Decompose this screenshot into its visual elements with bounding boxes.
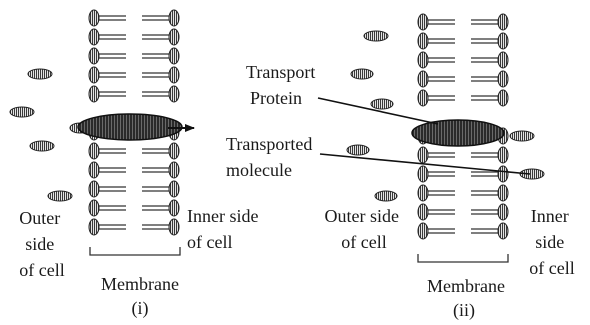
lipid-head <box>169 10 179 26</box>
lipid-head <box>498 185 508 201</box>
lipid-head <box>418 166 428 182</box>
lipid-head <box>498 204 508 220</box>
lipid-head <box>498 33 508 49</box>
lipid-head <box>498 166 508 182</box>
lipid-head <box>169 48 179 64</box>
panel-label-ii: (ii) <box>453 300 475 321</box>
lipid-head <box>89 29 99 45</box>
lipid-head <box>498 14 508 30</box>
transport-protein-label: Transport Protein <box>246 62 320 108</box>
lipid-head <box>89 162 99 178</box>
lipid-head <box>89 10 99 26</box>
membrane-bracket-ii <box>418 254 508 262</box>
membrane-bracket-i <box>90 247 180 255</box>
lipid-head <box>89 86 99 102</box>
membrane-label-ii: Membrane <box>427 276 505 296</box>
transport-protein <box>412 120 504 146</box>
transported-molecule <box>371 99 393 109</box>
lipid-head <box>418 204 428 220</box>
transport-protein <box>78 114 182 140</box>
lipid-head <box>418 90 428 106</box>
lipid-head <box>89 181 99 197</box>
transported-molecule <box>347 145 369 155</box>
transported-molecule <box>48 191 72 201</box>
lipid-head <box>89 200 99 216</box>
panel-ii: Outer side of cell Inner side of cell Me… <box>325 14 575 321</box>
transported-molecule <box>510 131 534 141</box>
lipid-head <box>498 71 508 87</box>
transported-molecule <box>28 69 52 79</box>
transported-molecule <box>375 191 397 201</box>
lipid-head <box>498 223 508 239</box>
lipid-head <box>498 52 508 68</box>
lipid-head <box>418 147 428 163</box>
transported-molecule <box>364 31 388 41</box>
lipid-head <box>418 33 428 49</box>
lipid-head <box>169 219 179 235</box>
transported-molecule <box>30 141 54 151</box>
lipid-head <box>418 223 428 239</box>
lipid-head <box>89 219 99 235</box>
transported-molecule-label: Transported molecule <box>226 134 317 180</box>
annotations: Transport Protein Transported molecule <box>226 62 530 180</box>
lipid-head <box>498 147 508 163</box>
lipid-head <box>418 185 428 201</box>
lipid-head <box>418 52 428 68</box>
lipid-head <box>169 67 179 83</box>
lipid-head <box>89 143 99 159</box>
lipid-head <box>169 181 179 197</box>
lipid-head <box>169 29 179 45</box>
inner-side-label-ii: Inner side of cell <box>529 206 574 278</box>
lipid-head <box>89 67 99 83</box>
lipid-head <box>169 200 179 216</box>
lipid-head <box>169 162 179 178</box>
outer-side-label-i: Outer side of cell <box>19 208 64 280</box>
lipid-head <box>169 143 179 159</box>
lipid-head <box>418 14 428 30</box>
lipid-head <box>418 71 428 87</box>
membrane-label-i: Membrane <box>101 274 179 294</box>
lipid-head <box>89 48 99 64</box>
lipid-head <box>498 90 508 106</box>
transported-molecule <box>10 107 34 117</box>
panel-label-i: (i) <box>132 298 149 319</box>
lipid-head <box>169 86 179 102</box>
inner-side-label-i: Inner side of cell <box>187 206 263 252</box>
outside-molecules-i <box>10 69 90 201</box>
transported-molecule <box>351 69 373 79</box>
outer-side-label-ii: Outer side of cell <box>325 206 404 252</box>
